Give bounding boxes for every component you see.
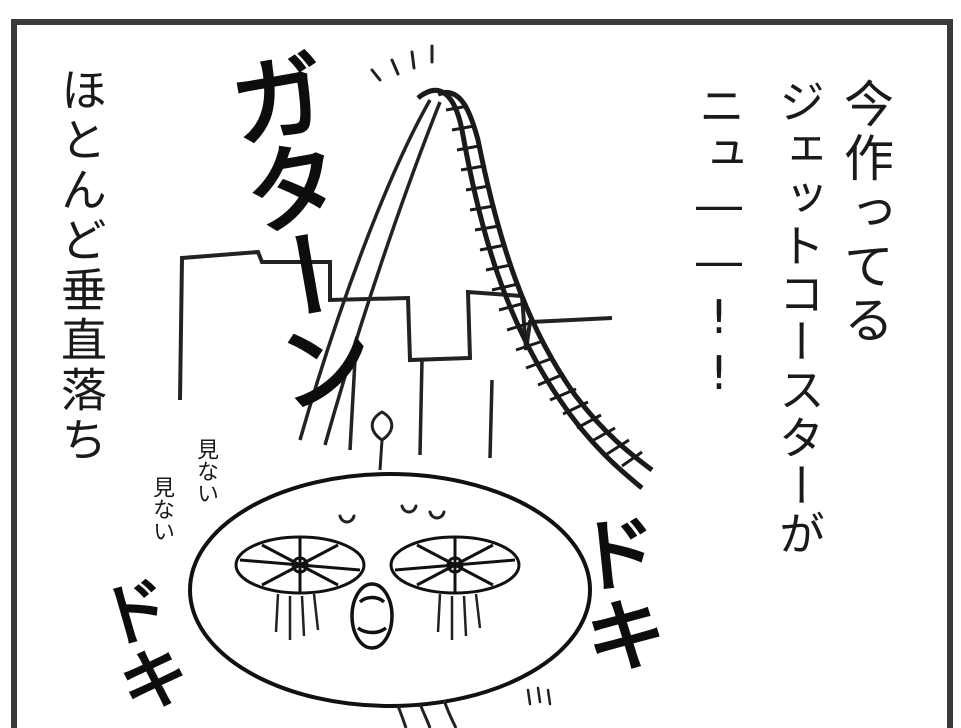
coaster-track-ties: [445, 104, 643, 468]
whisper-text-2: 見ない: [149, 476, 174, 542]
narration-text-1: 今作ってる: [836, 78, 894, 348]
character-head: [188, 472, 592, 708]
narration-text-left: ほとんど垂直落ち: [54, 66, 108, 466]
left-eye: [234, 535, 366, 595]
narration-text-2: ジェットコースターが: [772, 78, 826, 558]
character: [188, 410, 592, 728]
antenna-sprout: [378, 439, 384, 471]
right-eye: [389, 535, 521, 595]
sfx-heartbeat-right: ドキ: [557, 507, 670, 681]
panel-border: [11, 19, 953, 728]
emphasis-ticks: [370, 44, 434, 82]
mouth: [350, 582, 394, 650]
narration-text-3: ニュ――!!: [692, 82, 746, 402]
coaster-support-rails: [298, 99, 494, 459]
tear-streaks: [274, 593, 482, 640]
whisper-text-1: 見ない: [193, 438, 218, 504]
